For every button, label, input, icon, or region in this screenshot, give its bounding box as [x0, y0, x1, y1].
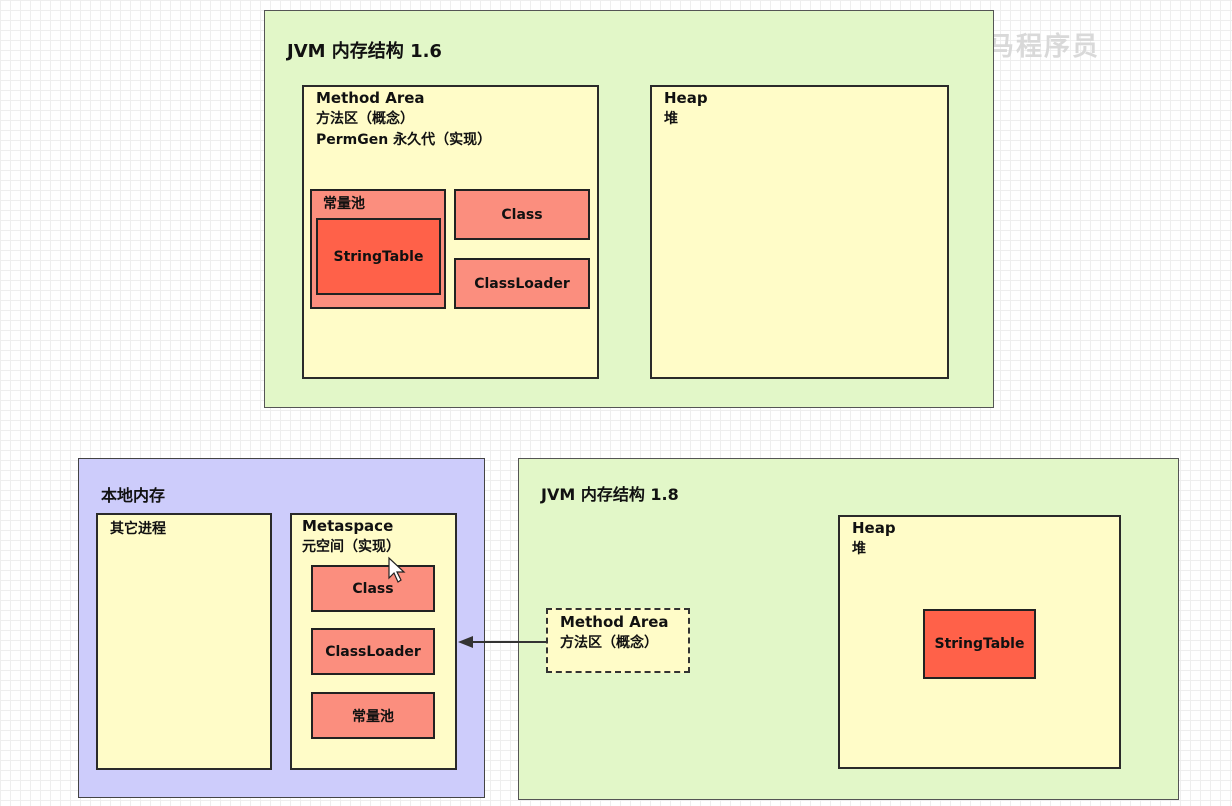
jvm16-heap: Heap 堆 — [650, 85, 949, 379]
metaspace-classloader-block: ClassLoader — [311, 628, 435, 675]
mouse-cursor-icon — [388, 556, 406, 583]
metaspace-class-block: Class — [311, 565, 435, 612]
jvm18-string-table: StringTable — [923, 609, 1036, 679]
jvm16-method-area-title: Method Area — [316, 89, 425, 107]
jvm16-string-table: StringTable — [316, 218, 441, 295]
jvm18-heap-label: Heap 堆 — [852, 518, 896, 560]
jvm18-method-area-label: Method Area 方法区（概念） — [560, 612, 669, 654]
jvm18-method-area-sub: 方法区（概念） — [560, 635, 658, 651]
native-memory-title: 本地内存 — [101, 486, 166, 505]
other-process-label: 其它进程 — [110, 521, 166, 537]
jvm18-title: JVM 内存结构 1.8 — [541, 485, 679, 504]
jvm18-method-area-title: Method Area — [560, 613, 669, 631]
jvm16-classloader-block: ClassLoader — [454, 258, 590, 309]
other-process-region: 其它进程 — [96, 513, 272, 770]
jvm16-heap-sub: 堆 — [664, 111, 678, 127]
metaspace-constant-pool-block: 常量池 — [311, 692, 435, 739]
jvm18-heap-sub: 堆 — [852, 541, 866, 557]
jvm16-constant-pool-label: 常量池 — [323, 196, 365, 212]
jvm18-heap-title: Heap — [852, 519, 896, 537]
jvm16-method-area-impl: PermGen 永久代（实现） — [316, 132, 492, 148]
metaspace-label: Metaspace 元空间（实现） — [302, 516, 400, 558]
arrow-head-icon — [458, 636, 473, 648]
metaspace-title: Metaspace — [302, 517, 394, 535]
jvm16-class-block: Class — [454, 189, 590, 240]
jvm18-method-area: Method Area 方法区（概念） — [546, 608, 690, 673]
jvm16-title: JVM 内存结构 1.6 — [287, 41, 442, 62]
jvm16-method-area-concept: 方法区（概念） — [316, 111, 414, 127]
jvm16-heap-label: Heap 堆 — [664, 88, 708, 130]
metaspace-sub: 元空间（实现） — [302, 539, 400, 555]
jvm16-heap-title: Heap — [664, 89, 708, 107]
jvm16-method-area-label: Method Area 方法区（概念） PermGen 永久代（实现） — [316, 88, 491, 151]
